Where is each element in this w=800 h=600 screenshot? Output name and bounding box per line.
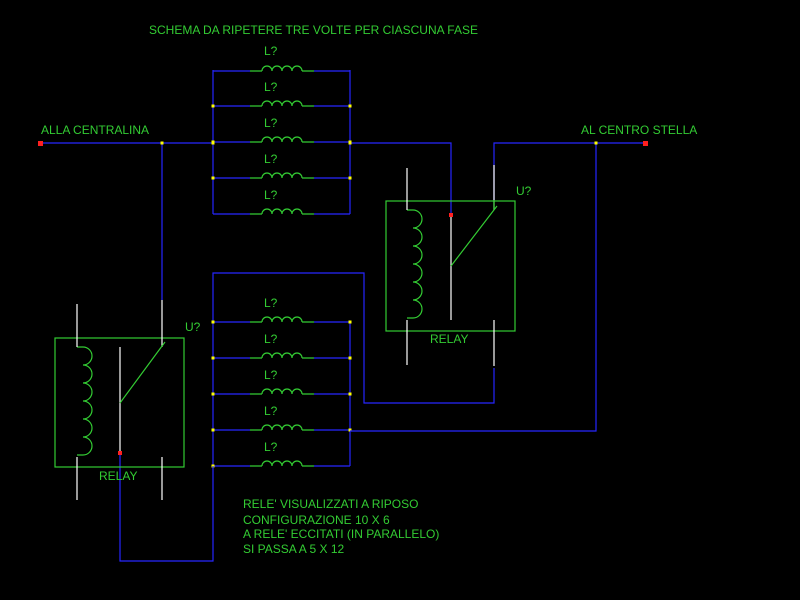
junction-dot bbox=[211, 356, 215, 360]
note-line: CONFIGURAZIONE 10 X 6 bbox=[243, 513, 390, 527]
relay-name: RELAY bbox=[99, 469, 137, 483]
junction-dot bbox=[160, 141, 164, 145]
junction-dot bbox=[211, 320, 215, 324]
notes: RELE' VISUALIZZATI A RIPOSO CONFIGURAZIO… bbox=[243, 497, 439, 556]
relay-left: U? RELAY bbox=[54, 300, 201, 500]
junction-dot bbox=[348, 141, 352, 145]
relay-name: RELAY bbox=[430, 332, 468, 346]
inductor: L? bbox=[213, 116, 350, 143]
inductor: L? bbox=[213, 440, 350, 467]
junction-dot bbox=[211, 428, 215, 432]
contact-node bbox=[118, 451, 122, 455]
junction-dot bbox=[348, 392, 352, 396]
inductor-label: L? bbox=[264, 80, 278, 94]
contact-node bbox=[449, 213, 453, 217]
inductor-label: L? bbox=[264, 404, 278, 418]
terminal-label-left: ALLA CENTRALINA bbox=[41, 123, 149, 137]
note-line: RELE' VISUALIZZATI A RIPOSO bbox=[243, 497, 418, 511]
inductor-label: L? bbox=[264, 152, 278, 166]
junction-dot bbox=[348, 428, 352, 432]
inductor: L? bbox=[213, 80, 350, 107]
inductor-label: L? bbox=[264, 188, 278, 202]
inductor-label: L? bbox=[264, 116, 278, 130]
schematic-title: SCHEMA DA RIPETERE TRE VOLTE PER CIASCUN… bbox=[149, 23, 478, 37]
inductor: L? bbox=[213, 44, 350, 72]
inductor-label: L? bbox=[264, 332, 278, 346]
bottom-inductor-bank: L? L? L? L? L? bbox=[211, 296, 352, 468]
junction-dot bbox=[348, 104, 352, 108]
junction-dot bbox=[348, 320, 352, 324]
junction-dot bbox=[211, 104, 215, 108]
note-line: A RELE' ECCITATI (IN PARALLELO) bbox=[243, 527, 439, 541]
note-line: SI PASSA A 5 X 12 bbox=[243, 542, 345, 556]
inductor: L? bbox=[213, 332, 350, 359]
inductor-label: L? bbox=[264, 368, 278, 382]
junction-dot bbox=[211, 141, 215, 145]
junction-dot bbox=[211, 176, 215, 180]
top-inductor-bank: L? L? L? L? L? bbox=[211, 44, 352, 215]
relay-right: U? RELAY bbox=[385, 165, 532, 366]
junction-dot bbox=[594, 141, 598, 145]
inductor: L? bbox=[213, 188, 350, 215]
inductor-label: L? bbox=[264, 44, 278, 58]
terminal-marker-right bbox=[643, 141, 648, 146]
inductor: L? bbox=[213, 152, 350, 179]
junction-dot bbox=[348, 356, 352, 360]
inductor-label: L? bbox=[264, 296, 278, 310]
inductor: L? bbox=[213, 404, 350, 431]
terminal-marker-left bbox=[38, 141, 43, 146]
relay-ref: U? bbox=[516, 184, 532, 198]
terminal-label-right: AL CENTRO STELLA bbox=[581, 123, 697, 137]
interconnect-wiring bbox=[38, 141, 648, 562]
inductor: L? bbox=[213, 296, 350, 323]
junction-dot bbox=[348, 176, 352, 180]
inductor-label: L? bbox=[264, 440, 278, 454]
relay-ref: U? bbox=[185, 320, 201, 334]
junction-dot bbox=[211, 392, 215, 396]
inductor: L? bbox=[213, 368, 350, 395]
